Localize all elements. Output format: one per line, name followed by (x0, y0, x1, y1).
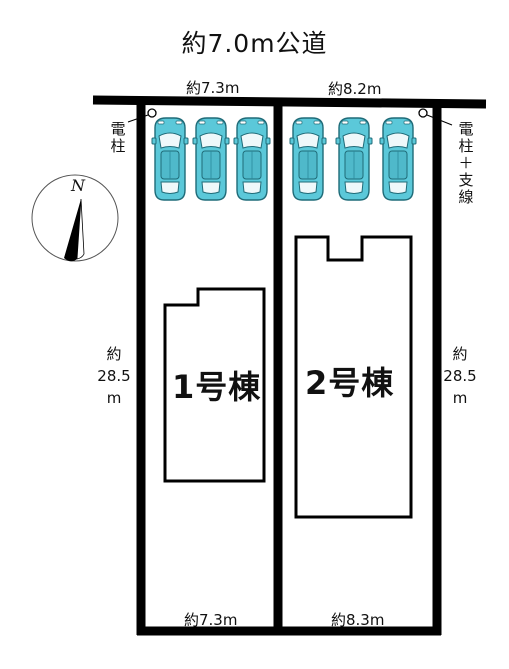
car-icon (151, 117, 189, 201)
building-1-footprint (163, 287, 266, 483)
pole-right-char: 支 (458, 171, 474, 189)
frontage-lot1-top: 約7.3m (186, 79, 240, 97)
building-1-label: 1号棟 (172, 368, 262, 406)
pole-right-char: 線 (458, 188, 474, 206)
right-depth-label: 約 28.5 m (440, 343, 480, 409)
compass-north-label: N (71, 176, 85, 195)
road-edge-line (92, 95, 487, 109)
pole-left-char: 電 (110, 120, 126, 138)
left-depth-label: 約 28.5 m (94, 343, 134, 409)
road-label: 約7.0m公道 (181, 29, 328, 58)
pole-right-char: 電 (458, 120, 474, 138)
pole-left-label: 電 柱 (110, 121, 126, 155)
car-icon (233, 117, 271, 201)
pole-left-leader (127, 114, 149, 123)
frontage-lot1-bottom: 約7.3m (184, 611, 238, 629)
car-icon (335, 117, 373, 201)
left-depth-prefix: 約 (106, 345, 122, 363)
compass (31, 174, 119, 262)
pole-right-char: ＋ (458, 154, 474, 172)
building-2-label: 2号棟 (305, 364, 395, 402)
pole-right-leader (426, 114, 453, 126)
left-depth-value: 28.5 (97, 367, 131, 385)
pole-right-label: 電 柱 ＋ 支 線 (457, 121, 475, 206)
building-2-footprint (294, 235, 413, 519)
car-icon (192, 117, 230, 201)
right-depth-value: 28.5 (443, 367, 477, 385)
utility-pole-left-icon (147, 108, 157, 118)
north-arrow-icon (64, 199, 81, 262)
pole-right-char: 柱 (458, 137, 474, 155)
car-icon (289, 117, 327, 201)
frontage-lot2-bottom: 約8.3m (331, 611, 385, 629)
right-depth-prefix: 約 (452, 345, 468, 363)
frontage-lot2-top: 約8.2m (328, 80, 382, 98)
left-depth-unit: m (106, 389, 122, 407)
utility-pole-right-icon (418, 108, 428, 118)
right-depth-unit: m (452, 389, 468, 407)
car-icon (379, 117, 417, 201)
pole-left-char: 柱 (110, 137, 126, 155)
